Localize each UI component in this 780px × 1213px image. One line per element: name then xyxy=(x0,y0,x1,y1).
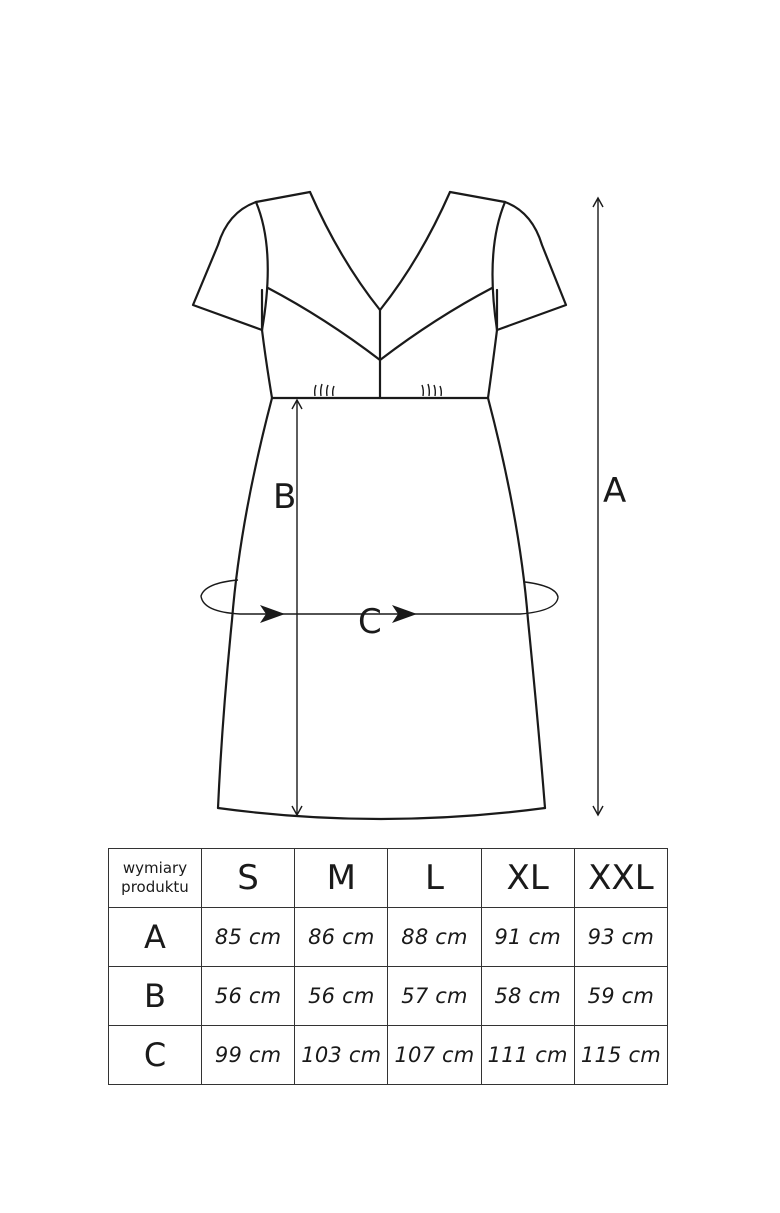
dimension-c-arrowhead-right xyxy=(392,605,417,623)
table-cell: 111 cm xyxy=(480,1025,575,1085)
right-armhole xyxy=(491,200,507,332)
row-label-b: B xyxy=(108,966,202,1026)
left-shoulder xyxy=(254,190,312,204)
gathering-marks xyxy=(313,383,443,397)
dimension-c-arrowhead-left xyxy=(260,605,285,623)
hem xyxy=(216,806,547,821)
dress-measurement-diagram: A B C xyxy=(191,190,626,821)
table-cell: 57 cm xyxy=(387,966,482,1026)
table-header-row: wymiary produktu S M L XL XXL xyxy=(108,848,669,908)
table-cell: 58 cm xyxy=(480,966,575,1026)
left-sleeve xyxy=(191,200,264,332)
corner-line-1: wymiary xyxy=(122,859,188,877)
dimension-b-label: B xyxy=(273,477,296,517)
size-header-l: L xyxy=(387,848,482,908)
table-cell: 91 cm xyxy=(480,907,575,967)
size-header-s: S xyxy=(200,848,296,908)
size-chart-table: wymiary produktu S M L XL XXL A 85 cm 86… xyxy=(108,848,669,1085)
table-cell: 88 cm xyxy=(387,907,482,967)
table-cell: 103 cm xyxy=(294,1025,389,1085)
table-cell: 93 cm xyxy=(573,907,669,967)
size-header-m: M xyxy=(294,848,389,908)
table-cell: 99 cm xyxy=(200,1025,296,1085)
corner-line-2: produktu xyxy=(121,878,189,896)
dimension-c-label: C xyxy=(358,602,382,642)
left-bodice-side xyxy=(260,288,274,400)
table-cell: 86 cm xyxy=(294,907,389,967)
table-cell: 115 cm xyxy=(573,1025,669,1085)
table-cell: 85 cm xyxy=(200,907,296,967)
table-row: B 56 cm 56 cm 57 cm 58 cm 59 cm xyxy=(108,966,669,1026)
neckline xyxy=(308,190,452,312)
left-armhole xyxy=(254,200,269,332)
table-cell: 56 cm xyxy=(294,966,389,1026)
right-skirt-side xyxy=(486,396,547,810)
table-cell: 59 cm xyxy=(573,966,669,1026)
table-corner-cell: wymiary produktu xyxy=(108,848,202,908)
size-header-xxl: XXL xyxy=(573,848,669,908)
right-yoke-seam xyxy=(378,286,494,362)
row-label-c: C xyxy=(108,1025,202,1085)
right-sleeve xyxy=(495,200,568,332)
size-header-xl: XL xyxy=(480,848,575,908)
left-skirt-side xyxy=(216,396,274,810)
dimension-a-label: A xyxy=(603,471,626,511)
right-bodice-side xyxy=(486,288,499,400)
dress-outline xyxy=(191,190,568,821)
table-row: C 99 cm 103 cm 107 cm 111 cm 115 cm xyxy=(108,1025,669,1085)
right-shoulder xyxy=(448,190,507,204)
table-cell: 56 cm xyxy=(200,966,296,1026)
dimension-c-loop xyxy=(200,579,559,615)
table-cell: 107 cm xyxy=(387,1025,482,1085)
row-label-a: A xyxy=(108,907,202,967)
table-row: A 85 cm 86 cm 88 cm 91 cm 93 cm xyxy=(108,907,669,967)
left-yoke-seam xyxy=(266,286,382,362)
